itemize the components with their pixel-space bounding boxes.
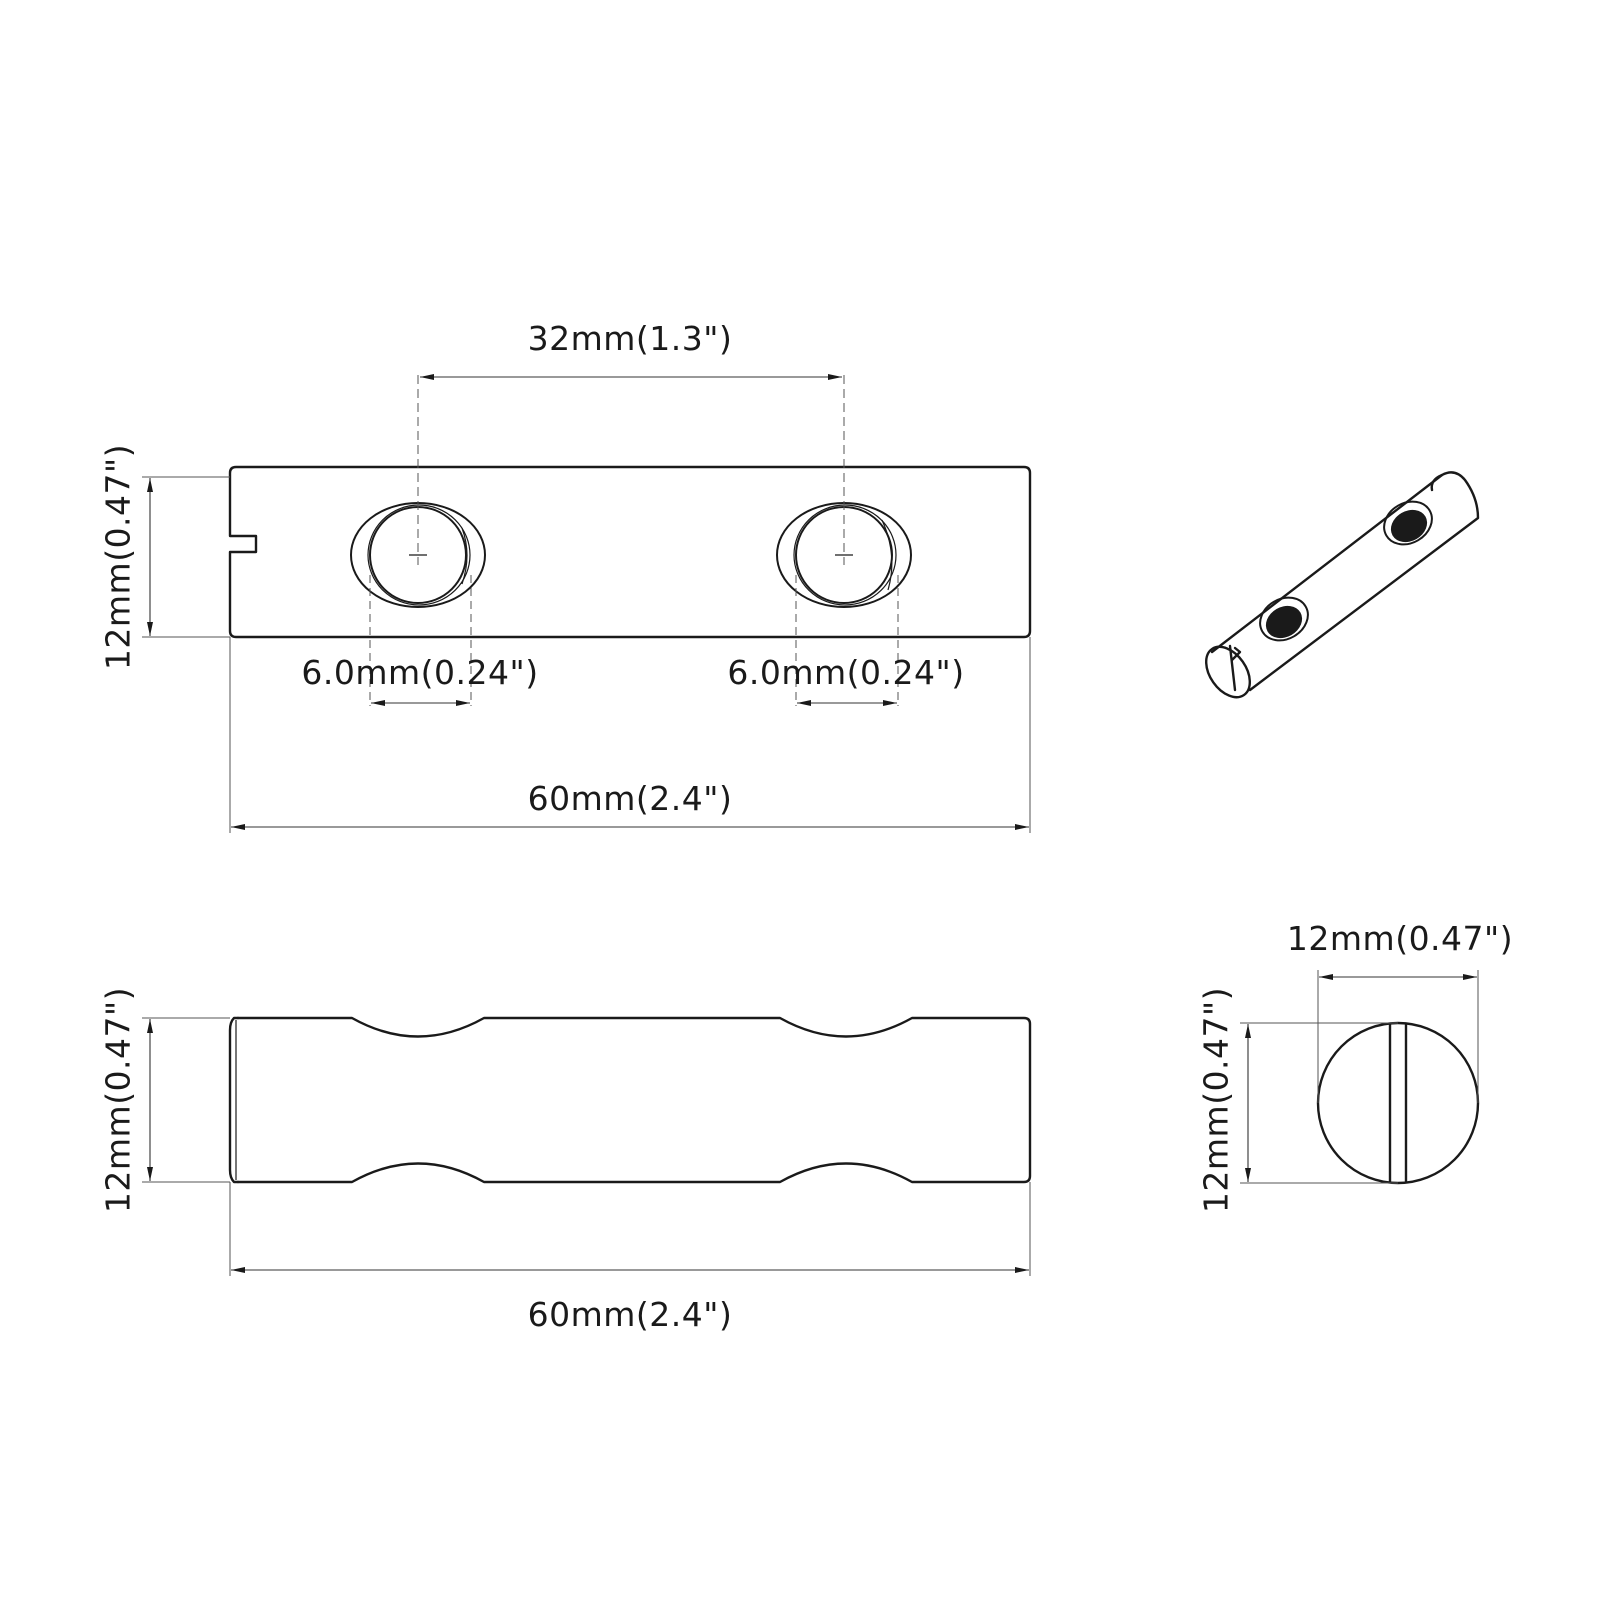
end-width-label: 12mm(0.47")	[1286, 919, 1514, 958]
top-view	[142, 374, 1032, 833]
side-length-label: 60mm(2.4")	[527, 1295, 733, 1334]
left-hole-diameter-label: 6.0mm(0.24")	[301, 653, 539, 692]
threaded-hole-2	[1383, 500, 1433, 546]
side-height-label: 12mm(0.47")	[98, 986, 138, 1214]
top-length-label: 60mm(2.4")	[527, 779, 733, 818]
top-view-body-outline	[228, 465, 1032, 639]
right-hole-diameter-label: 6.0mm(0.24")	[727, 653, 965, 692]
end-height-label: 12mm(0.47")	[1196, 986, 1236, 1214]
end-view	[1240, 970, 1480, 1185]
threaded-hole-1	[1259, 596, 1309, 642]
top-hole-spacing-label: 32mm(1.3")	[527, 319, 733, 358]
side-view-body-outline	[236, 1016, 1032, 1184]
isometric-view	[1204, 471, 1480, 699]
side-view	[142, 1016, 1032, 1276]
top-height-label: 12mm(0.47")	[98, 443, 138, 671]
